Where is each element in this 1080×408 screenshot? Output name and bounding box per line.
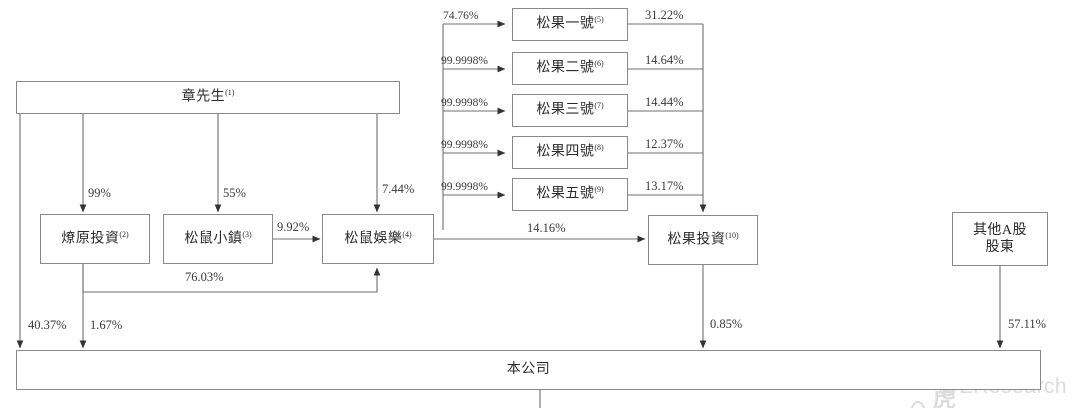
node-pinecone-investment[interactable]: 松果投資(10): [648, 215, 758, 265]
node-pinecone-1[interactable]: 松果一號(5): [512, 8, 628, 41]
edge-label-pinecone3-to-inv: 14.44%: [645, 95, 684, 109]
node-pinecone-3-sup: (7): [594, 101, 604, 111]
node-pinecone-3-label: 松果三號: [536, 103, 595, 119]
edge-label-ent-to-pinecone5: 99.9998%: [441, 181, 488, 193]
edge-label-pinecone1-to-inv: 31.22%: [645, 8, 684, 22]
edge-label-inv-to-company: 0.85%: [710, 317, 743, 331]
edge-label-other-a-to-company: 57.11%: [1008, 317, 1047, 331]
edge-label-ent-to-pinecone4: 99.9998%: [441, 139, 488, 151]
node-squirrel-town-label: 松鼠小鎮: [184, 231, 243, 247]
node-pinecone-4[interactable]: 松果四號(8): [512, 136, 628, 169]
node-liaoyuan-sup: (2): [119, 229, 129, 239]
edge-label-zhang-to-squirrel-town: 55%: [223, 186, 246, 200]
edge-label-ent-to-inv: 14.16%: [527, 221, 566, 235]
node-other-a-shareholders[interactable]: 其他A股 股東: [952, 212, 1048, 266]
node-mr-zhang-sup: (1): [225, 88, 235, 98]
node-pinecone-4-label: 松果四號: [536, 145, 595, 161]
node-squirrel-ent[interactable]: 松鼠娛樂(4): [322, 214, 434, 264]
node-other-a-shareholders-line1: 其他A股: [972, 222, 1028, 238]
node-pinecone-2-sup: (6): [594, 59, 604, 69]
node-squirrel-town-sup: (3): [242, 229, 252, 239]
node-company[interactable]: 本公司: [16, 350, 1041, 390]
edge-label-zhang-to-squirrel-ent: 7.44%: [382, 182, 415, 196]
node-pinecone-5[interactable]: 松果五號(9): [512, 178, 628, 211]
node-pinecone-5-label: 松果五號: [536, 187, 595, 203]
edge-label-zhang-to-company: 40.37%: [28, 318, 67, 332]
edge-label-liaoyuan-to-company: 1.67%: [90, 318, 123, 332]
node-pinecone-2[interactable]: 松果二號(6): [512, 52, 628, 85]
edge-label-ent-to-pinecone1: 74.76%: [443, 10, 479, 22]
node-squirrel-ent-sup: (4): [402, 229, 412, 239]
edge-label-pinecone2-to-inv: 14.64%: [645, 53, 684, 67]
edge-label-ent-to-pinecone2: 99.9998%: [441, 55, 488, 67]
node-squirrel-town[interactable]: 松鼠小鎮(3): [163, 214, 273, 264]
edge-label-zhang-to-liaoyuan: 99%: [88, 186, 111, 200]
node-pinecone-5-sup: (9): [594, 185, 604, 195]
node-mr-zhang-label: 章先生: [181, 90, 226, 106]
edge-label-ent-to-pinecone3: 99.9998%: [441, 97, 488, 109]
node-liaoyuan[interactable]: 燎原投資(2): [40, 214, 150, 264]
node-pinecone-investment-label: 松果投資: [667, 232, 726, 248]
node-mr-zhang[interactable]: 章先生(1): [16, 81, 400, 114]
edge-label-pinecone4-to-inv: 12.37%: [645, 137, 684, 151]
edge-liaoyuan-to-ent: [82, 264, 381, 293]
node-pinecone-3[interactable]: 松果三號(7): [512, 94, 628, 127]
node-pinecone-investment-sup: (10): [725, 230, 739, 240]
node-pinecone-1-label: 松果一號: [536, 17, 595, 33]
node-pinecone-2-label: 松果二號: [536, 61, 595, 77]
node-pinecone-4-sup: (8): [594, 143, 604, 153]
edge-label-pinecone5-to-inv: 13.17%: [645, 179, 684, 193]
node-pinecone-1-sup: (5): [594, 15, 604, 25]
node-liaoyuan-label: 燎原投資: [61, 231, 120, 247]
node-company-label: 本公司: [506, 362, 551, 378]
node-squirrel-ent-label: 松鼠娛樂: [344, 231, 403, 247]
edge-label-town-to-ent: 9.92%: [277, 220, 310, 234]
node-other-a-shareholders-line2: 股東: [985, 240, 1015, 255]
edge-label-liaoyuan-to-ent: 76.03%: [185, 270, 224, 284]
